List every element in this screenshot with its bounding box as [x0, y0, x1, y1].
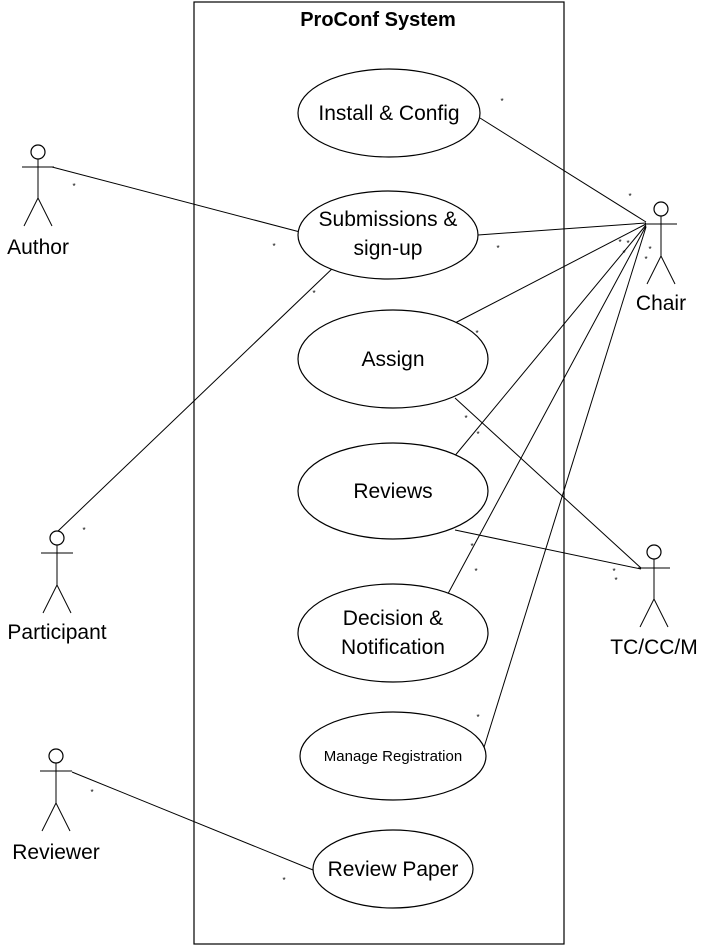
multiplicity-label: *	[628, 192, 631, 201]
actor-reviewer[interactable]: Reviewer	[12, 748, 100, 864]
use-case-label: sign-up	[354, 237, 423, 260]
associations	[51, 117, 647, 871]
use-case-label: Decision &	[343, 607, 443, 630]
assoc-chair-assign	[454, 223, 647, 324]
use-case-decision[interactable]: Decision & Notification	[297, 583, 489, 683]
actor-label: Author	[7, 236, 69, 259]
use-case-label: Install & Config	[318, 102, 459, 125]
actor-participant[interactable]: Participant	[7, 530, 107, 644]
multiplicity-label: *	[464, 414, 467, 423]
use-case-label: Notification	[341, 636, 445, 659]
multiplicity-label: *	[272, 242, 275, 251]
use-case-label: Manage Registration	[324, 748, 462, 765]
multiplicity-markers: * * * * * * * * * * * * * * * * * * * * …	[72, 97, 651, 885]
actor-label: TC/CC/M	[610, 636, 698, 659]
actor-tccm[interactable]: TC/CC/M	[610, 544, 698, 659]
multiplicity-label: *	[500, 97, 503, 106]
multiplicity-label: *	[476, 430, 479, 439]
actor-label: Participant	[7, 621, 106, 644]
multiplicity-label: *	[474, 567, 477, 576]
multiplicity-label: *	[476, 713, 479, 722]
system-title: ProConf System	[300, 9, 456, 31]
actor-author[interactable]: Author	[7, 144, 69, 259]
multiplicity-label: *	[618, 238, 621, 247]
assoc-chair-decision	[442, 225, 647, 604]
actor-chair[interactable]: Chair	[636, 201, 686, 315]
assoc-reviewer-reviewpaper	[71, 771, 314, 871]
multiplicity-label: *	[612, 567, 615, 576]
use-case-reviews[interactable]: Reviews	[297, 442, 489, 540]
use-case-label: Reviews	[353, 480, 432, 503]
actor-label: Chair	[636, 292, 686, 315]
multiplicity-label: *	[496, 244, 499, 253]
assoc-chair-reviews	[452, 224, 647, 459]
assoc-chair-submissions	[477, 222, 647, 236]
multiplicity-label: *	[312, 289, 315, 298]
assoc-tccm-assign	[454, 397, 642, 569]
multiplicity-label: *	[622, 249, 625, 258]
use-case-review-paper[interactable]: Review Paper	[312, 829, 474, 909]
use-case-manage-registration[interactable]: Manage Registration	[299, 711, 487, 801]
multiplicity-label: *	[90, 788, 93, 797]
system-boundary	[193, 1, 565, 945]
assoc-chair-manage	[480, 226, 647, 758]
multiplicity-label: *	[82, 526, 85, 535]
assoc-participant-submissions	[56, 265, 336, 533]
multiplicity-label: *	[282, 876, 285, 885]
assoc-chair-install	[479, 117, 647, 223]
multiplicity-label: *	[72, 182, 75, 191]
use-case-submissions[interactable]: Submissions & sign-up	[297, 190, 479, 280]
actor-label: Reviewer	[12, 841, 100, 864]
multiplicity-label: *	[475, 329, 478, 338]
assoc-tccm-reviews	[454, 529, 642, 570]
assoc-author-submissions	[51, 166, 301, 233]
multiplicity-label: *	[648, 245, 651, 254]
multiplicity-label: *	[470, 542, 473, 551]
use-case-assign[interactable]: Assign	[297, 309, 489, 409]
multiplicity-label: *	[614, 576, 617, 585]
multiplicity-label: *	[644, 255, 647, 264]
use-case-label: Assign	[361, 348, 424, 371]
use-case-install-config[interactable]: Install & Config	[297, 68, 481, 158]
use-case-label: Submissions &	[319, 208, 458, 231]
multiplicity-label: *	[626, 239, 629, 248]
use-case-label: Review Paper	[328, 858, 459, 881]
